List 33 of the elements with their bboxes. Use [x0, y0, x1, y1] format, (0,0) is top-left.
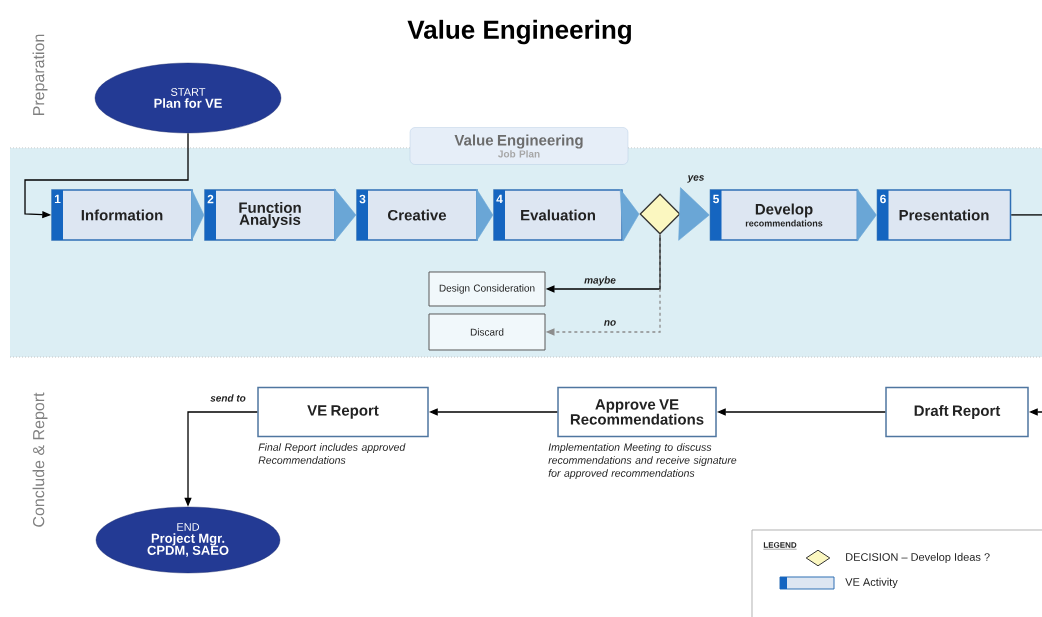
chevron-arrow	[334, 188, 357, 242]
decision-diamond	[639, 193, 681, 235]
legend-heading: LEGEND	[763, 542, 797, 550]
chevron-arrow	[856, 188, 877, 242]
chevron-arrow	[678, 187, 710, 241]
activity-box: Develop recommendations 5	[709, 189, 859, 241]
lane-label: Conclude & Report	[32, 392, 48, 527]
edge-label: maybe	[583, 275, 617, 287]
process-box: Approve VE Recommendations	[557, 386, 717, 438]
legend-text: DECISION – Develop Ideas ?	[846, 552, 990, 564]
activity-box: Evaluation 4	[493, 189, 623, 241]
chevron-arrow	[619, 188, 640, 242]
outcome-box: Discard	[428, 313, 546, 351]
process-box: VE Report	[257, 386, 429, 438]
activity-box: Presentation 6	[876, 189, 1012, 241]
legend-text: VE Activity	[845, 577, 898, 589]
edge-label: no	[602, 319, 618, 327]
edge-label: send to	[209, 393, 247, 403]
title: Value Engineering	[407, 19, 631, 45]
node-note: Final Report includes approved Recommendations	[258, 443, 406, 464]
phase-tab: Value Engineering Job Plan	[409, 127, 629, 165]
chevron-arrow	[476, 188, 494, 242]
chevron-arrow	[191, 188, 205, 241]
arrow	[24, 132, 189, 219]
activity-box: Function Analysis 2	[204, 189, 336, 241]
connector-line	[1010, 214, 1042, 216]
lane-label: Preparation	[32, 34, 48, 116]
node-note: Implementation Meeting to discuss recommendations and receive signature for approved recommendations	[548, 443, 737, 479]
edge-label: yes	[686, 174, 706, 184]
activity-box: Creative 3	[356, 189, 478, 241]
activity-box: Information 1	[51, 189, 193, 241]
outcome-box: Design Consideration	[428, 271, 546, 307]
process-box: Draft Report	[885, 386, 1029, 438]
